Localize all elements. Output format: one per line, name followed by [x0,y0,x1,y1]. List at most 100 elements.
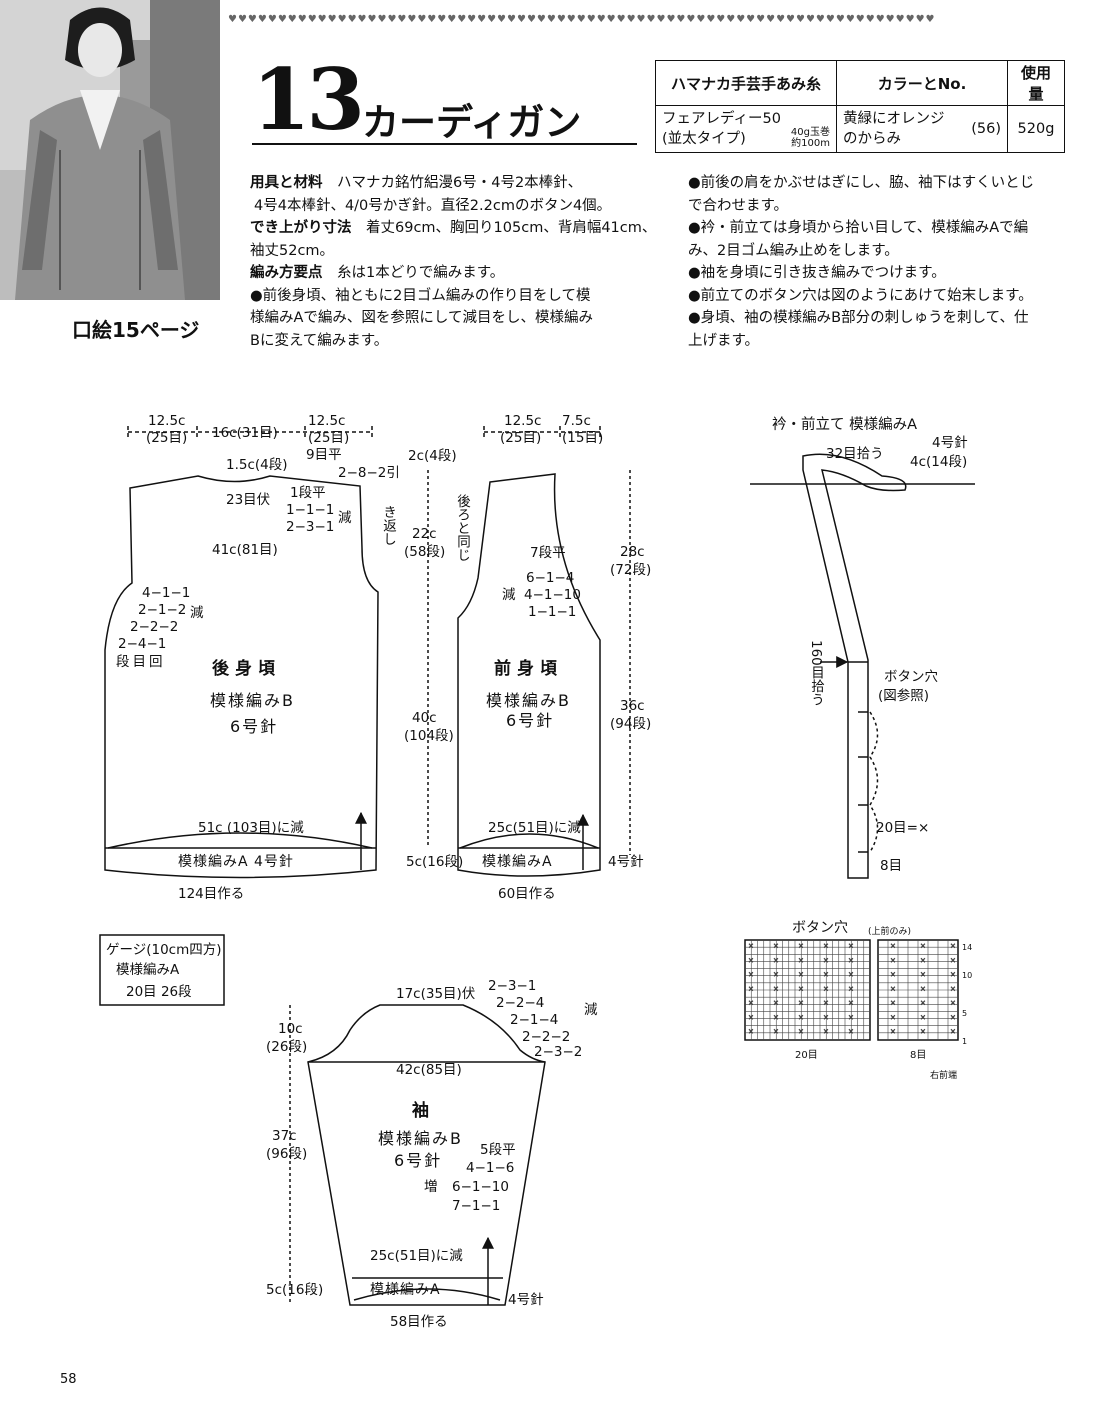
front-pattern: 模様編みB [486,691,571,710]
chart-cross-mark: × [773,971,779,979]
back-neck-flat: 9目平 [306,447,342,463]
yarn-color-no: (56) [971,121,1001,137]
front-len-top: 28c [620,544,645,560]
sleeve-needle-a: 4号針 [508,1292,544,1308]
chart-cross-mark: × [950,1028,956,1036]
chart-cross-mark: × [848,956,854,964]
sleeve-cap-h-rows: (26段) [266,1039,307,1055]
chart-row5: 5 [962,1009,967,1018]
back-neck-dec2: 1−1−1 [286,502,334,518]
gauge-value: 20目 26段 [126,984,192,1000]
sleeve-c3: 2−1−4 [510,1012,558,1028]
dim-arm: 22c [412,526,437,542]
back-arm-3: 2−2−2 [130,619,178,635]
back-pattern: 模様編みB [210,691,295,710]
yarn-name-cell: フェアレディー50 (並太タイプ) 40g玉巻 約100m [655,105,837,153]
size-line-1: 着丈69cm、胸回り105cm、背肩幅41cm、 [366,220,657,236]
chart-cross-mark: × [798,985,804,993]
chart-cross-mark: × [823,1013,829,1021]
front-needle-a: 4号針 [608,854,644,870]
chart-cross-mark: × [773,1028,779,1036]
front-needle: 6号針 [506,711,554,730]
right-line-6: ●前立てのボタン穴は図のようにあけて始末します。 [688,287,1033,304]
front-ribbing: 模様編みA [482,854,553,870]
tools-line-2: 4号4本棒針、4/0号かぎ針。直径2.2cmのボタン4個。 [254,197,612,214]
sleeve-i2: 4−1−6 [466,1160,514,1176]
sleeve-hem-dec: 25c(51目)に減 [370,1247,463,1264]
size-label: でき上がり寸法 [250,220,352,236]
front-w-left-st: (25目) [500,430,541,446]
chart-cross-mark: × [920,956,926,964]
left-line-2: 様編みAで編み、図を参照にして減目をし、模様編み [250,310,593,326]
chart-cross-mark: × [950,985,956,993]
chart-grid-lines: ××××××××××××××××××××××××××××××××××××××××… [745,940,958,1040]
band-needle: 4号針 [932,435,968,451]
chart-cross-mark: × [748,985,754,993]
sleeve-name: 袖 [412,1100,429,1121]
sleeve-len-rows: (96段) [266,1146,307,1162]
back-arm-gen: 減 [190,604,204,621]
front-v3: 4−1−10 [524,587,581,603]
chart-cross-mark: × [848,971,854,979]
back-shoulder-turn: 2−8−2引 [338,465,400,481]
chart-cross-mark: × [823,942,829,950]
chart-cross-mark: × [950,999,956,1007]
band-side: 4c(14段) [910,454,967,470]
chart-cross-mark: × [848,942,854,950]
dim-body-rows: (104段) [404,728,454,744]
instructions-right: ●前後の肩をかぶせはぎにし、脇、袖下はすくいとじ で合わせます。 ●衿・前立ては… [688,172,1034,352]
sleeve-pattern: 模様編みB [378,1129,463,1148]
right-line-3: ●衿・前立ては身頃から拾い目して、模様編みAで編 [688,220,1029,236]
dim-rib: 5c(16段) [406,854,463,870]
chart-cross-mark: × [890,1028,896,1036]
chart-row1: 1 [962,1037,967,1046]
sleeve-cap-top: 17c(35目)伏 [396,986,476,1002]
model-photo [0,0,220,300]
front-v4: 1−1−1 [528,604,576,620]
chart-cross-mark: × [798,956,804,964]
back-w-right-st: (25目) [308,430,349,446]
tools-line-1: ハマナカ銘竹絽漫6号・4号2本棒針、 [337,175,583,191]
chart-cross-mark: × [748,1028,754,1036]
band-buttonhole: ボタン穴 [884,669,938,685]
back-arm-2: 2−1−2 [138,602,186,618]
tools-label: 用具と材料 [250,175,323,191]
pattern-number: 13 [252,50,365,149]
back-hem-curve [107,832,373,849]
back-neck-dec1: 1段平 [290,485,326,501]
chart-row10: 10 [962,971,972,980]
chart-cross-mark: × [950,956,956,964]
back-w-left-st: (25目) [146,430,187,446]
chart-cross-mark: × [920,1028,926,1036]
front-len-bottom-rows: (94段) [610,716,651,732]
yarn-header-color: カラーとNo. [836,60,1008,106]
chart-cross-mark: × [920,942,926,950]
back-w-right: 12.5c [308,413,345,429]
title-underline [252,143,637,145]
gauge-title: ゲージ(10cm四方) [106,942,222,958]
back-w-left: 12.5c [148,413,185,429]
sleeve-rib: 5c(16段) [266,1282,323,1298]
size-line-2: 袖丈52cm。 [250,242,335,259]
right-line-2: で合わせます。 [688,197,789,214]
yarn-name: フェアレディー50 [662,111,781,127]
yarn-type: (並太タイプ) [662,131,746,147]
chart-cross-mark: × [773,1013,779,1021]
back-cast-on: 124目作る [178,886,244,902]
right-line-5: ●袖を身頃に引き抜き編みでつけます。 [688,265,946,281]
right-line-7: ●身頃、袖の模様編みB部分の刺しゅうを刺して、仕 [688,310,1029,326]
front-width-dim [483,426,601,438]
chart-cross-mark: × [823,999,829,1007]
sleeve-hem-curve [353,1288,501,1301]
page-title: カーディガン [362,101,582,144]
chart-cross-mark: × [748,999,754,1007]
sleeve-c2: 2−2−4 [496,995,544,1011]
yarn-color-2: のからみ [843,131,901,147]
back-w-mid: 16c(31目) [212,425,278,441]
chart-cross-mark: × [890,985,896,993]
left-line-1: ●前後身頃、袖ともに2目ゴム編みの作り目をして模 [250,287,591,304]
dim-arm-rows: (58段) [404,544,445,560]
chart-cross-mark: × [773,956,779,964]
points-line-1: 糸は1本どりで編みます。 [337,265,505,281]
